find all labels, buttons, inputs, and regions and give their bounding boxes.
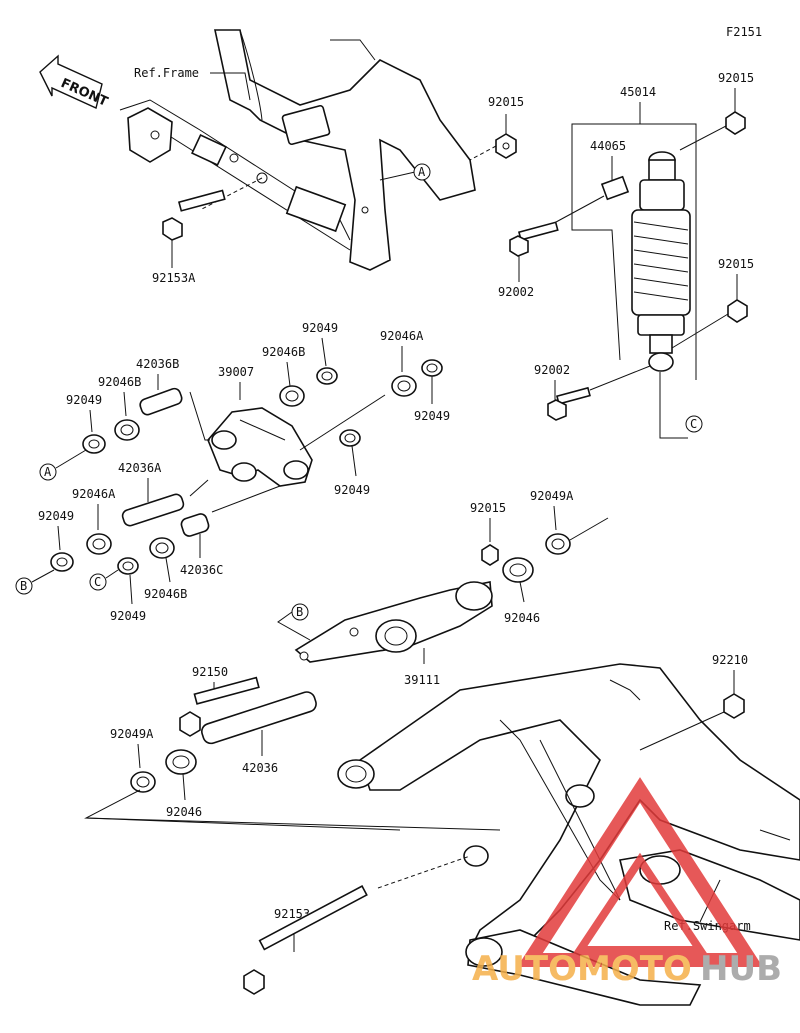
marker-a-frame-label: A	[418, 165, 426, 179]
label-92015-top: 92015	[488, 95, 524, 109]
bolt-92150	[179, 676, 260, 737]
washer-92049a-1	[545, 533, 571, 555]
watermark-text-1: AUTOMOTO	[472, 949, 692, 989]
watermark-triangle-icon	[517, 777, 763, 967]
washer-92049-3	[421, 359, 443, 377]
sleeve-42036	[201, 691, 317, 745]
label-92049-1: 92049	[66, 393, 102, 407]
marker-b-link-label: B	[20, 579, 27, 593]
sleeve-42036b	[139, 387, 183, 416]
label-92046A-2: 92046A	[72, 487, 116, 501]
bearing-92046b-2	[279, 385, 305, 407]
marker-a-link	[39, 463, 57, 481]
bearing-92046a-1	[391, 375, 417, 397]
label-92153a: 92153A	[152, 271, 196, 285]
marker-c-link	[89, 573, 107, 591]
label-92049A-2: 92049A	[110, 727, 154, 741]
label-92015-r1: 92015	[718, 71, 754, 85]
label-92150: 92150	[192, 665, 228, 679]
shock-absorber-45014	[631, 151, 691, 372]
link-39007	[207, 407, 313, 487]
ref-frame-label: Ref.Frame	[134, 66, 199, 80]
bearing-92046a-2	[86, 533, 112, 555]
marker-a-frame	[413, 163, 431, 181]
label-92046B-3: 92046B	[144, 587, 187, 601]
watermark-text-2: HUB	[700, 949, 782, 989]
watermark-logo: AUTOMOTO HUB	[472, 777, 782, 989]
label-42036: 42036	[242, 761, 278, 775]
bearing-92046b-3	[149, 537, 175, 559]
label-92049A-1: 92049A	[530, 489, 574, 503]
label-92015-mid: 92015	[470, 501, 506, 515]
washer-92049-2	[316, 367, 338, 385]
marker-b-link	[15, 577, 33, 595]
nut-92015-r2	[727, 299, 748, 323]
label-44065: 44065	[590, 139, 626, 153]
sleeve-42036c	[180, 513, 210, 537]
label-92002-b: 92002	[534, 363, 570, 377]
marker-c-shock	[685, 415, 703, 433]
label-92049-3: 92049	[414, 409, 450, 423]
label-39007: 39007	[218, 365, 254, 379]
washer-92049a-2	[130, 771, 156, 793]
sleeve-42036a	[121, 493, 185, 527]
label-92049-5: 92049	[38, 509, 74, 523]
collar-44065	[600, 175, 630, 201]
label-92015-r2: 92015	[718, 257, 754, 271]
washer-92049-6	[117, 557, 139, 575]
bolt-92153a	[162, 189, 226, 241]
marker-c-shock-label: C	[690, 417, 697, 431]
bearing-92046-2	[165, 749, 197, 775]
label-92046A-1: 92046A	[380, 329, 424, 343]
label-42036A: 42036A	[118, 461, 162, 475]
nut-92015-mid	[481, 544, 499, 566]
bearing-92046-1	[502, 557, 534, 583]
label-92046-2: 92046	[166, 805, 202, 819]
marker-b-rocker-label: B	[296, 605, 303, 619]
label-92046B-2: 92046B	[262, 345, 305, 359]
figure-code: F2151	[726, 25, 762, 39]
bolt-92002-a	[509, 221, 559, 257]
label-92002-a: 92002	[498, 285, 534, 299]
rocker-arm-39111	[294, 581, 493, 663]
label-92049-2: 92049	[302, 321, 338, 335]
label-42036C: 42036C	[180, 563, 223, 577]
label-39111: 39111	[404, 673, 440, 687]
marker-a-link-label: A	[44, 465, 52, 479]
frame	[119, 29, 476, 271]
nut-92210	[723, 693, 745, 719]
label-92210: 92210	[712, 653, 748, 667]
label-92049-4: 92049	[334, 483, 370, 497]
bolt-92153	[243, 885, 368, 995]
label-92049-6: 92049	[110, 609, 146, 623]
bolt-92002-b	[547, 386, 591, 421]
label-45014: 45014	[620, 85, 656, 99]
washer-92049-5	[50, 552, 74, 572]
label-92046B-1: 92046B	[98, 375, 141, 389]
washer-92049-4	[339, 429, 361, 447]
marker-c-link-label: C	[94, 575, 101, 589]
washer-92049-1	[82, 434, 106, 454]
label-42036B: 42036B	[136, 357, 179, 371]
front-arrow: FRONT	[39, 54, 110, 110]
nut-92015-r1	[725, 111, 746, 135]
label-92153: 92153	[274, 907, 310, 921]
label-92046-1: 92046	[504, 611, 540, 625]
bearing-92046b-1	[114, 419, 140, 441]
